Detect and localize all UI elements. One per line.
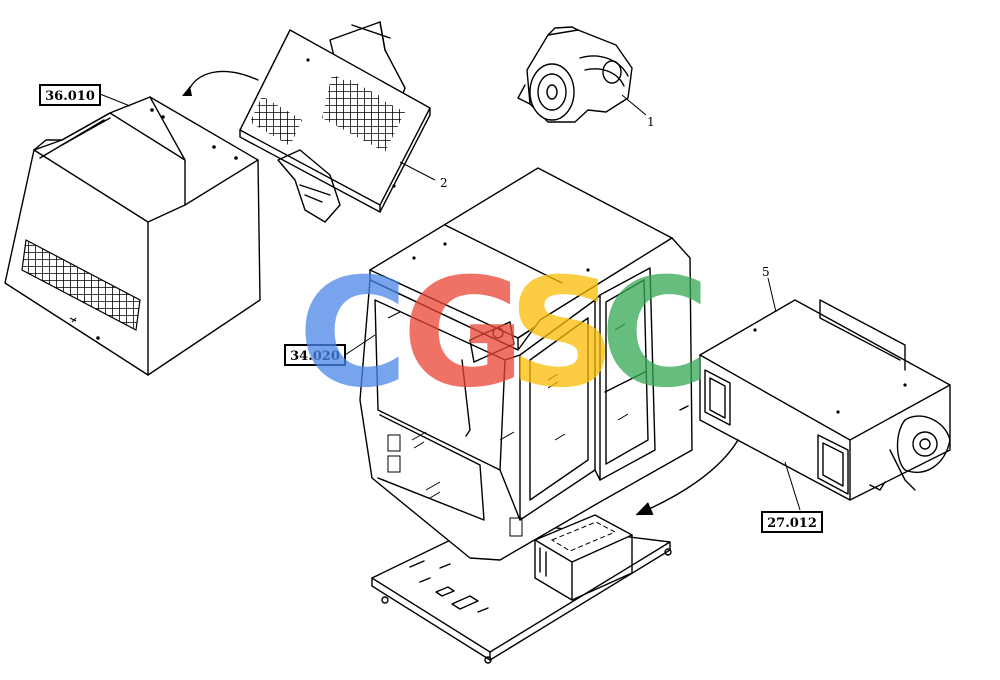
item-1-label: 1 <box>647 115 655 129</box>
reference-34-020[interactable]: 34.020 <box>285 335 375 365</box>
heater-ac-unit <box>700 300 950 500</box>
reference-27-012[interactable]: 27.012 <box>762 462 822 532</box>
install-arrow <box>635 440 738 516</box>
engine-hood-cover <box>5 97 260 375</box>
watermark-letter-g: G <box>402 247 525 421</box>
callout-item-1[interactable]: 1 <box>622 95 655 129</box>
reference-36-010-label: 36.010 <box>45 89 95 104</box>
operator-cab <box>360 168 692 663</box>
watermark: C G S C <box>298 247 710 421</box>
item-2-label: 2 <box>440 176 448 190</box>
reference-27-012-label: 27.012 <box>767 516 817 531</box>
condenser-assembly <box>182 22 430 222</box>
callout-item-2[interactable]: 2 <box>400 162 448 190</box>
reference-34-020-label: 34.020 <box>290 349 340 364</box>
item-5-label: 5 <box>762 265 770 279</box>
watermark-letter-c2: C <box>600 247 710 421</box>
watermark-letter-c1: C <box>298 247 408 421</box>
callout-item-5[interactable]: 5 <box>762 265 776 312</box>
reference-36-010[interactable]: 36.010 <box>40 85 130 106</box>
watermark-letter-s: S <box>508 247 616 421</box>
ac-compressor <box>518 27 632 122</box>
